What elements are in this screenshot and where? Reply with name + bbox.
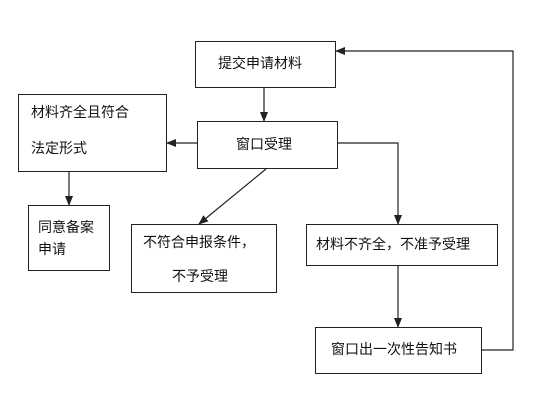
node-reject-line2: 不予受理 [172, 269, 228, 285]
arrow-window-to-reject [198, 168, 267, 225]
node-reject-line1: 不符合申报条件， [143, 235, 255, 251]
node-agree-line1: 同意备案 [38, 220, 94, 236]
node-reject-conditions: 不符合申报条件， 不予受理 [131, 224, 277, 293]
node-complete-line2: 法定形式 [31, 141, 87, 157]
node-agree-filing: 同意备案 申请 [28, 205, 110, 271]
node-materials-incomplete: 材料不齐全，不准予受理 [306, 224, 498, 266]
node-complete-line1: 材料齐全且符合 [31, 105, 129, 121]
node-submit-label: 提交申请材料 [218, 56, 302, 72]
node-materials-complete: 材料齐全且符合 法定形式 [18, 94, 167, 172]
node-window-notice: 窗口出一次性告知书 [315, 327, 482, 374]
node-submit-materials: 提交申请材料 [195, 41, 336, 88]
arrow-window-to-incomplete [338, 142, 402, 225]
node-window-accept: 窗口受理 [197, 121, 338, 169]
node-window-label: 窗口受理 [236, 137, 292, 153]
arrow-notice-to-submit [335, 47, 514, 351]
node-agree-line2: 申请 [38, 242, 66, 258]
node-notice-label: 窗口出一次性告知书 [331, 342, 457, 358]
node-incomplete-label: 材料不齐全，不准予受理 [316, 237, 470, 253]
